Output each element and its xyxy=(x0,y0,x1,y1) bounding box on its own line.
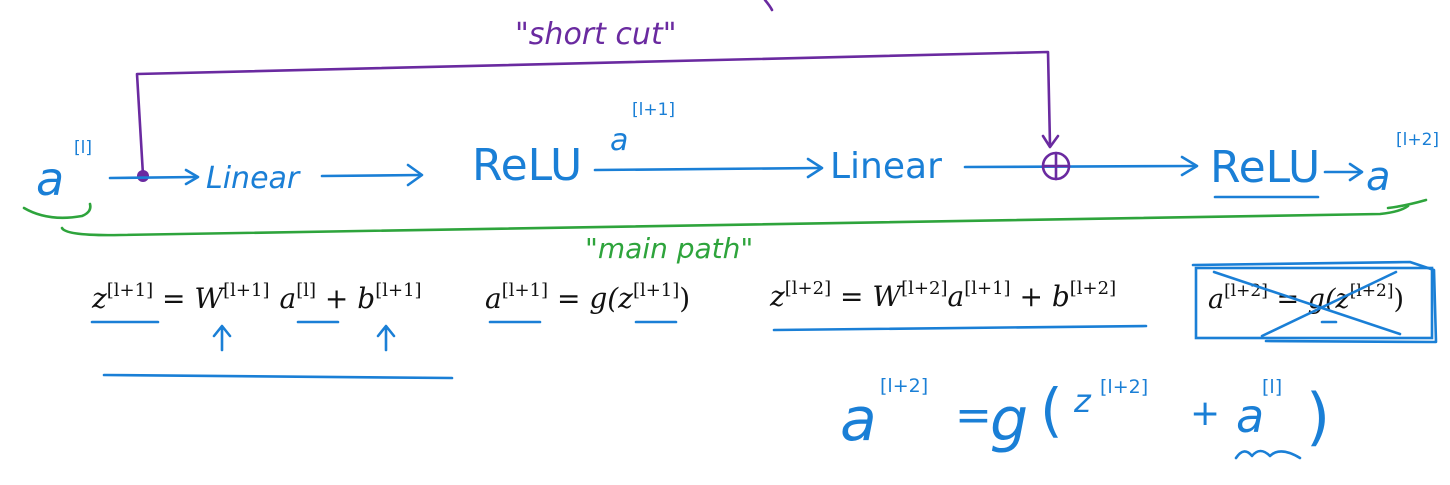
eq4-g: g( xyxy=(1308,284,1337,315)
svg-text:a[l+1] = g(z[l+1]): a[l+1] = g(z[l+1]) xyxy=(485,280,690,315)
equation-2: a[l+1] = g(z[l+1]) xyxy=(485,280,690,315)
shortcut-label: "short cut" xyxy=(515,17,677,52)
eq4-box-sketch xyxy=(1191,260,1438,344)
arrow-linear2-relu-head xyxy=(1180,155,1199,177)
arrow-relu-linear2-head xyxy=(806,157,824,179)
eq3-z: z xyxy=(769,280,785,313)
mid-activation-superscript: [l+1] xyxy=(632,100,675,120)
eq3-w: W xyxy=(872,280,903,313)
eq1-w-sup: [l+1] xyxy=(223,280,269,301)
eq2-close: ) xyxy=(679,282,690,315)
hw-m-scribble xyxy=(1234,449,1302,460)
output-bracket xyxy=(1386,198,1428,210)
output-activation-superscript: [l+2] xyxy=(1396,130,1439,150)
eq2-z: z xyxy=(617,282,633,315)
main-path-diagram: a [l] Linear ReLU a [l+1] Linear ReLU a … xyxy=(36,100,1439,206)
shortcut-path: "short cut" xyxy=(135,0,1060,177)
eq1-b: b xyxy=(357,282,375,315)
eq4-z-sup: [l+2] xyxy=(1350,281,1394,301)
eq3-equals: = xyxy=(831,280,872,313)
eq3-plus: + xyxy=(1011,280,1052,313)
add-node-plus xyxy=(1041,151,1071,181)
hw-plus: + xyxy=(1190,393,1220,434)
eq1-z: z xyxy=(91,282,107,315)
main-path-line xyxy=(60,204,1410,237)
input-activation: a xyxy=(36,152,64,206)
eq4-equals: = xyxy=(1268,284,1308,315)
linear2-label: Linear xyxy=(830,146,942,187)
handwritten-equation: a [l+2] = g ( z [l+2] + a [l] ) xyxy=(840,375,1330,460)
input-bracket xyxy=(22,202,92,220)
equation-1: z[l+1] = W[l+1]a[l] + b[l+1] xyxy=(91,280,422,315)
hw-equals: = xyxy=(955,390,992,441)
eq4-a: a xyxy=(1208,284,1224,315)
hw-a: a xyxy=(840,385,877,455)
mid-activation: a xyxy=(610,123,628,158)
arrow-linear-relu-head xyxy=(406,163,424,187)
eq3-w-sup: [l+2] xyxy=(901,278,947,299)
hw-z-sup: [l+2] xyxy=(1100,376,1148,398)
add-node xyxy=(1041,151,1071,181)
eq4-close: ) xyxy=(1394,284,1405,315)
input-activation-superscript: [l] xyxy=(74,138,92,158)
main-path-annotation: "main path" xyxy=(22,198,1428,265)
svg-text:z[l+2] = W[l+2]a[l+1] + b[l+2]: z[l+2] = W[l+2]a[l+1] + b[l+2] xyxy=(769,278,1116,313)
linear1-label: Linear xyxy=(206,161,301,196)
eq1-a: a xyxy=(280,282,297,315)
eq1-a-sup: [l] xyxy=(296,280,316,301)
eq3-b-sup: [l+2] xyxy=(1070,278,1116,299)
output-activation: a xyxy=(1366,154,1391,200)
eq1-b-sup: [l+1] xyxy=(375,280,421,301)
eq1-plus: + xyxy=(316,282,357,315)
eq3-underline xyxy=(772,324,1148,332)
shortcut-line xyxy=(135,50,1052,177)
eq4-box xyxy=(1194,266,1434,340)
eq3-z-sup: [l+2] xyxy=(785,278,831,299)
shortcut-mark xyxy=(763,0,774,12)
eq1-arrow-b xyxy=(376,324,396,352)
arrow-linear2-relu xyxy=(963,164,1197,169)
hw-a2-sup: [l] xyxy=(1262,376,1282,398)
eq4-z: z xyxy=(1335,284,1351,315)
branch-point xyxy=(137,170,149,182)
eq1-w: W xyxy=(194,282,225,315)
eq1-arrow-w xyxy=(212,324,232,352)
hw-a-sup: [l+2] xyxy=(880,375,928,397)
relu1-label: ReLU xyxy=(472,140,582,191)
arrow-relu2-output-head xyxy=(1348,162,1364,182)
arrow-input-linear xyxy=(108,175,198,180)
hw-a2: a xyxy=(1236,389,1264,443)
shortcut-arrowhead xyxy=(1041,134,1060,149)
relu2-label: ReLU xyxy=(1210,142,1320,193)
eq2-equals: = xyxy=(548,282,589,315)
eq3-b: b xyxy=(1052,280,1070,313)
eq2-z-sup: [l+1] xyxy=(633,280,679,301)
eq3-a-sup: [l+1] xyxy=(964,278,1010,299)
svg-text:a[l+2] = g(z[l+2]): a[l+2] = g(z[l+2]) xyxy=(1208,281,1404,315)
arrow-relu-linear2 xyxy=(593,166,822,172)
equation-3: z[l+2] = W[l+2]a[l+1] + b[l+2] xyxy=(769,278,1116,313)
hw-z: z xyxy=(1073,382,1092,420)
eq1-equals: = xyxy=(153,282,194,315)
eq4-cross xyxy=(1212,270,1402,338)
main-path-label: "main path" xyxy=(585,232,753,265)
svg-text:z[l+1] = W[l+1]a[l] + b[l+1]: z[l+1] = W[l+1]a[l] + b[l+1] xyxy=(91,280,422,315)
arrow-linear-relu xyxy=(320,173,422,178)
eq1-long-underline xyxy=(102,373,454,380)
equation-4-crossed: a[l+2] = g(z[l+2]) xyxy=(1191,260,1438,344)
eq1-z-sup: [l+1] xyxy=(107,280,153,301)
eq2-g: g( xyxy=(589,282,619,315)
hw-close: ) xyxy=(1306,380,1330,453)
hw-g: g xyxy=(990,385,1028,455)
arrow-input-linear-head xyxy=(184,168,200,186)
eq3-a: a xyxy=(948,280,965,313)
hw-open: ( xyxy=(1040,376,1063,444)
eq2-a-sup: [l+1] xyxy=(502,280,548,301)
eq2-a: a xyxy=(485,282,502,315)
